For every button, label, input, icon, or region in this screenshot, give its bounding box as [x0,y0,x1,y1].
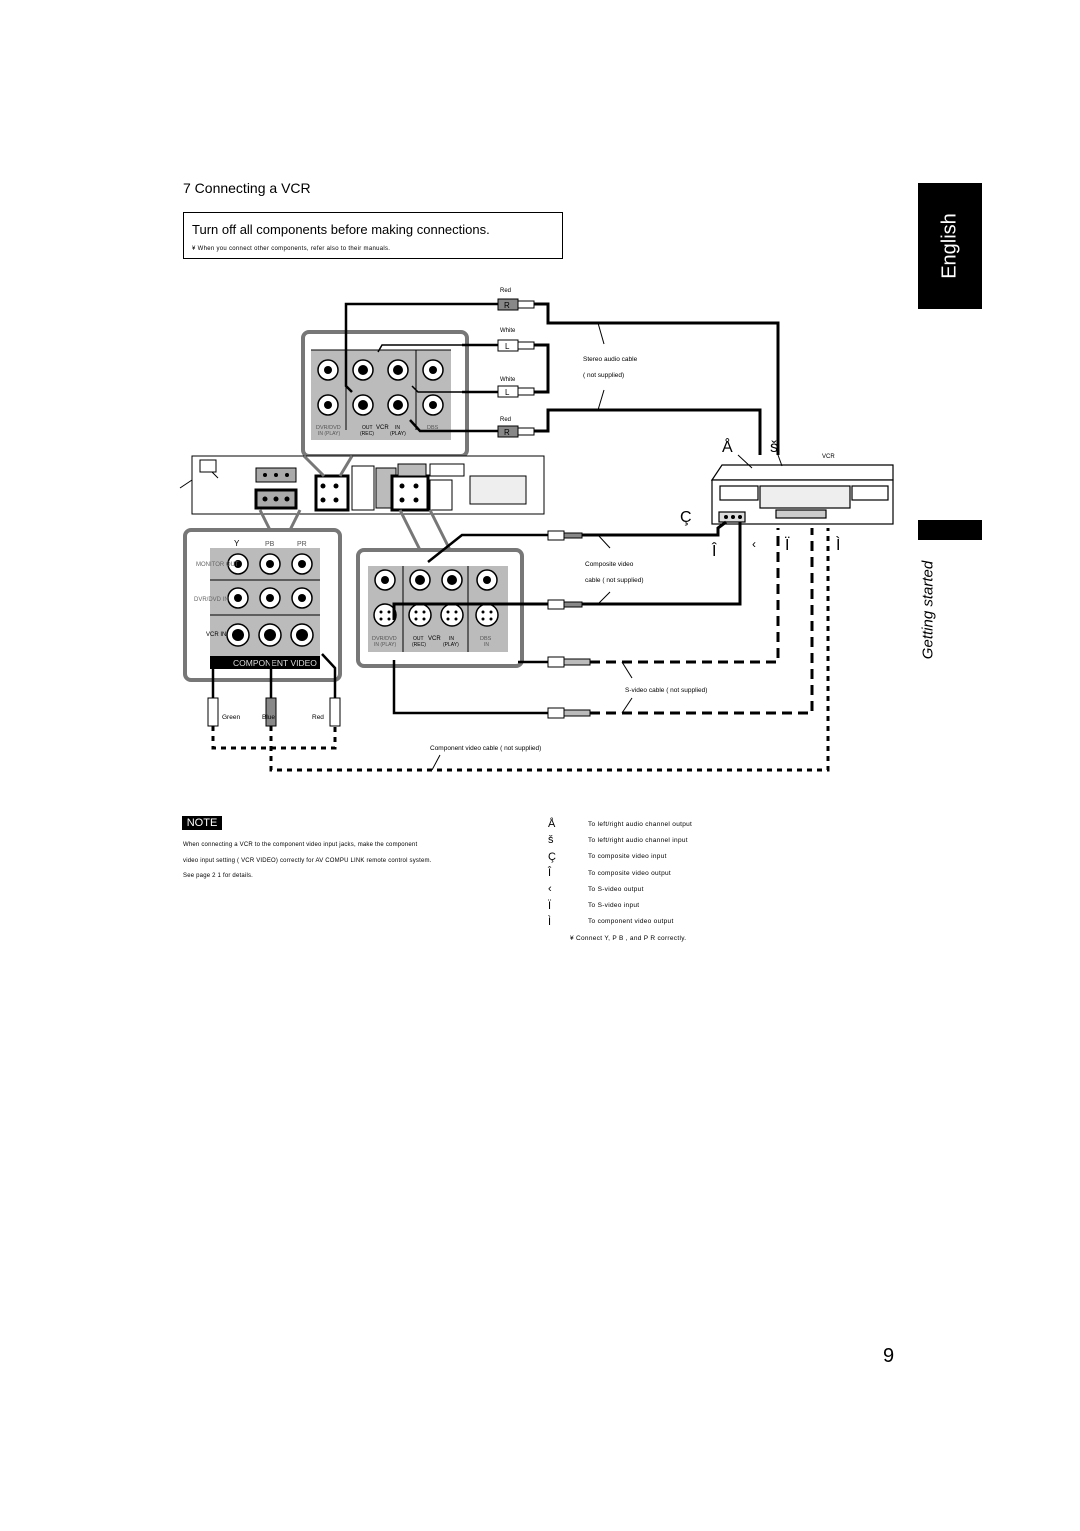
note-badge: NOTE [182,816,222,830]
video-dbs-in-label: IN [484,642,489,648]
legend-text: To left/right audio channel output [588,820,693,828]
legend-item: Ï To S-video input [548,897,868,913]
component-video-title: COMPONENT VIDEO [233,658,317,668]
video-vcr-label: VCR [428,636,441,642]
plug-white-1-label: White [500,328,516,334]
cable-red-label: Red [312,714,324,721]
col-y-label: Y [234,539,240,548]
legend-item: Ì To component video output [548,914,868,930]
mark-e: ‹ [752,537,756,551]
legend-text: To composite video input [588,853,667,861]
video-rec-label: (REC) [412,642,426,648]
section-title: 7 Connecting a VCR [183,180,311,196]
legend-footnote: ¥ Connect Y, P B , and P R correctly. [570,934,687,942]
component-cable-label: Component video cable ( not supplied) [430,745,541,752]
video-in-label: IN [449,636,454,642]
chapter-tab-marker [918,520,982,540]
video-play-label: (PLAY) [443,642,459,648]
plug-r-2: R [504,428,510,437]
composite-cable-note: cable ( not supplied) [585,577,644,584]
stereo-cable-label: Stereo audio cable [583,356,638,363]
mark-c: Ç [680,509,692,526]
language-tab: English [918,183,982,309]
cable-blue-label: Blue [262,714,275,721]
plug-r-1: R [504,301,510,310]
warning-box: Turn off all components before making co… [183,212,563,259]
vcr-unit [710,464,894,525]
audio-inplay-label: IN (PLAY) [318,431,340,437]
video-dvr-label: DVR/DVD [372,636,397,642]
stereo-cable-note: ( not supplied) [583,372,624,379]
legend-item: Å To left/right audio channel output [548,816,868,832]
audio-play-label: (PLAY) [390,431,406,437]
warning-main: Turn off all components before making co… [192,222,490,237]
legend-item: ‹ To S-video output [548,881,868,897]
mark-b: š [770,439,778,456]
video-dbs-label: DBS [480,636,492,642]
plug-white-2-label: White [500,377,516,383]
cable-green-label: Green [222,714,240,721]
audio-dbs-label: DBS [427,425,439,431]
legend-text: To S-video output [588,885,644,893]
legend-text: To left/right audio channel input [588,836,688,844]
audio-dvr-label: DVR/DVD [316,425,341,431]
plug-l-1: L [505,342,510,351]
audio-in-label: IN [395,425,400,431]
row-monitor-label: MONITOR OUT [196,562,239,568]
legend-text: To component video output [588,918,674,926]
page-number: 9 [883,1345,895,1367]
legend-symbol: Ì [548,915,552,928]
legend-symbol: š [548,834,554,847]
note-text: When connecting a VCR to the component v… [183,842,432,879]
composite-cable-label: Composite video [585,561,634,568]
plug-l-2: L [505,388,510,397]
plug-red-1-label: Red [500,288,511,294]
row-dvr-label: DVR/DVD IN [194,597,229,603]
legend-text: To composite video output [588,869,672,877]
legend-symbol: Î [548,867,552,880]
svideo-cable-label: S-video cable ( not supplied) [625,687,707,694]
legend-symbol: Ï [548,899,552,912]
vcr-label: VCR [822,454,835,460]
video-inplay-label: IN (PLAY) [374,642,396,648]
row-vcr-label: VCR IN [206,632,226,638]
audio-out-label: OUT [362,425,373,431]
legend-symbol: ‹ [548,883,552,896]
legend-symbol: Ç [548,850,556,863]
mark-a: Å [722,437,733,456]
mark-f: Ï [785,536,790,554]
legend-item: Î To composite video output [548,865,868,881]
connection-legend: Å To left/right audio channel output š To l… [548,816,868,946]
legend-item: Ç To composite video input [548,849,868,865]
video-out-label: OUT [413,636,424,642]
warning-sub: ¥ When you connect other components, ref… [192,246,391,252]
mark-g: Ì [836,535,840,554]
audio-vcr-label: VCR [376,425,389,431]
col-pr-label: PR [297,541,307,548]
legend-item: š To left/right audio channel input [548,832,868,848]
legend-text: To S-video input [588,902,640,910]
mark-d: Î [711,541,717,560]
receiver-rear-panel [191,455,545,515]
plug-red-2-label: Red [500,417,511,423]
col-pb-label: PB [265,541,275,548]
audio-rec-label: (REC) [360,431,374,437]
legend-symbol: Å [548,818,556,831]
